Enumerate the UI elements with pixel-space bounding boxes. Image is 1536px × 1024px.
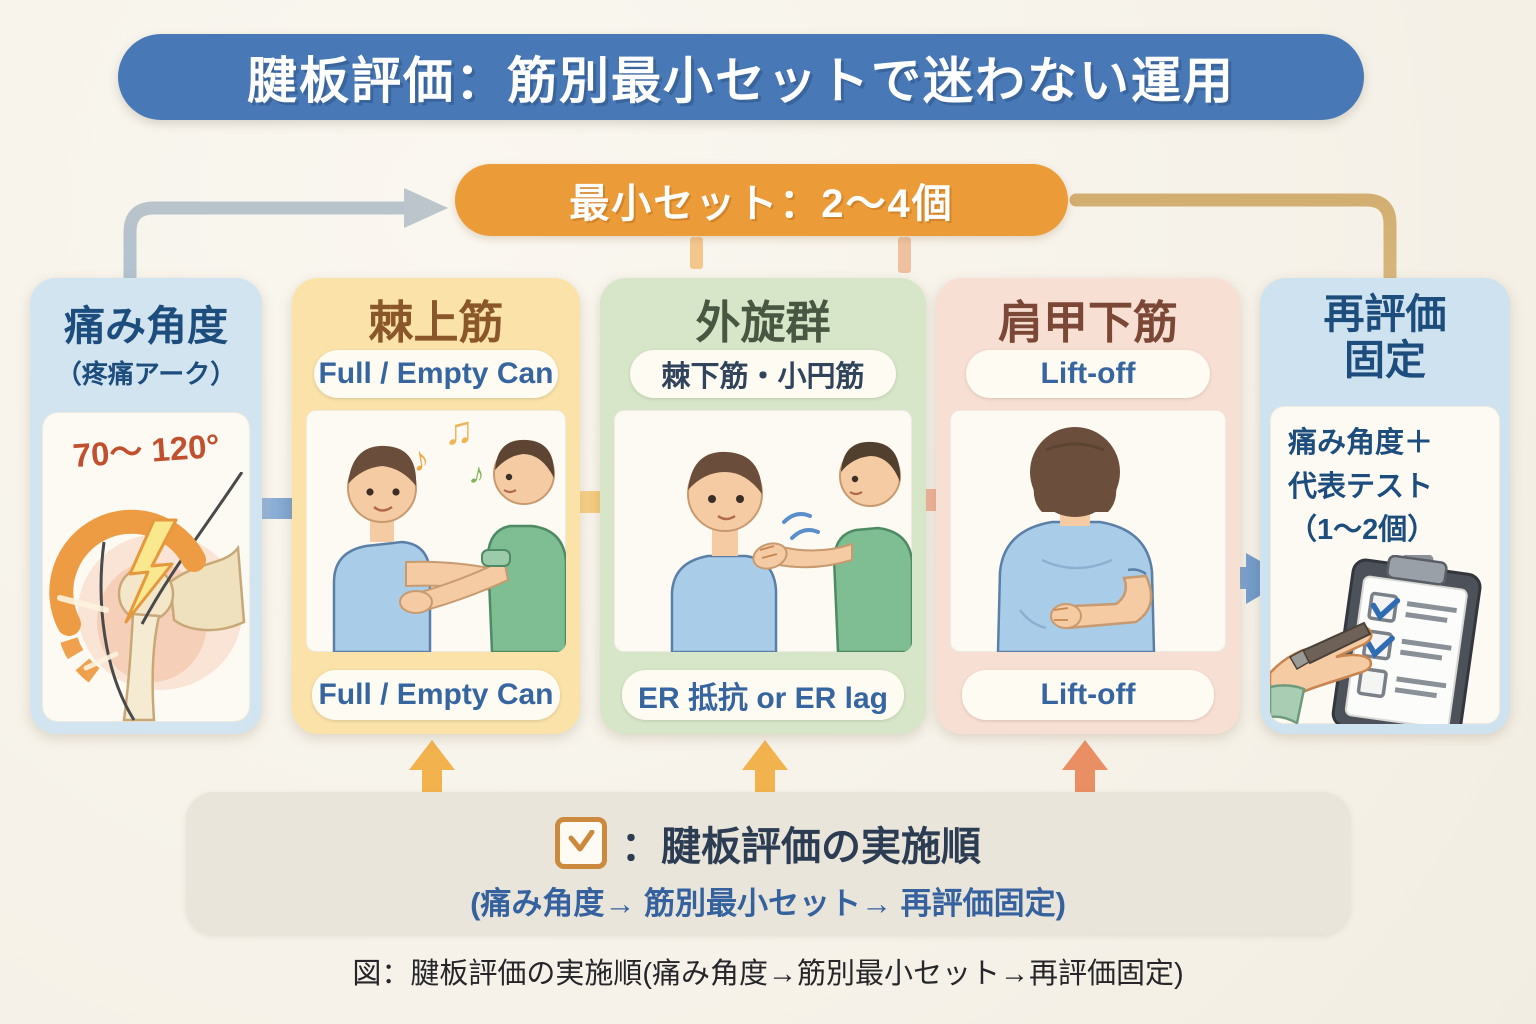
full-empty-can-test-illustration: ♪ ♫ ♪: [332, 410, 566, 652]
card-reassessment: 再評価 固定 痛み角度＋ 代表テスト （1〜2個）: [1260, 278, 1510, 734]
arrow-up-icon: [1062, 740, 1108, 792]
legend-subheading: (痛み角度→ 筋別最小セット→ 再評価固定): [470, 886, 1066, 921]
card-supraspinatus-title: 棘上筋: [368, 297, 504, 348]
music-note-icon: ♫: [444, 410, 474, 453]
card-supraspinatus-bottom-label: Full / Empty Can: [312, 670, 560, 720]
connector-left-line: [123, 201, 411, 367]
checkbox-check-icon: [555, 817, 607, 869]
check-icon: [1370, 597, 1401, 621]
card-reassessment-title-line2: 固定: [1344, 336, 1426, 383]
banner-stub-right: [898, 237, 911, 273]
reassessment-body-line: 痛み角度＋: [1288, 427, 1434, 459]
check-icon: [1365, 635, 1395, 658]
card-pain-angle-subtitle: （疼痛アーク）: [55, 359, 237, 389]
pain-angle-range: 70〜 120°: [71, 426, 221, 475]
subscapularis-illustration-box: [950, 410, 1226, 652]
card-subscapularis-title: 肩甲下筋: [997, 297, 1178, 348]
reassessment-body-box: 痛み角度＋ 代表テスト （1〜2個）: [1270, 406, 1500, 724]
arrow-up-icon: [409, 740, 455, 792]
connector-right-line: [1069, 193, 1397, 375]
card-external-rotators-test-label: 棘下筋・小円筋: [630, 350, 896, 398]
page-title: 腱板評価：筋別最小セットで迷わない運用: [118, 34, 1364, 120]
external-rotators-illustration-box: [614, 410, 912, 652]
card-subscapularis-test-label: Lift-off: [966, 350, 1210, 398]
shoulder-anatomy-illustration: [49, 472, 246, 722]
music-note-icon: ♪: [409, 440, 432, 480]
pain-angle-illustration-box: 70〜 120°: [42, 412, 250, 722]
reassessment-body-line: 代表テスト: [1288, 470, 1434, 503]
legend-banner: ：腱板評価の実施順 (痛み角度→ 筋別最小セット→ 再評価固定): [186, 792, 1350, 934]
connector-left-arrowhead-icon: [404, 188, 448, 228]
er-resistance-test-illustration: [670, 441, 912, 652]
card-subscapularis-bottom-label: Lift-off: [962, 670, 1214, 720]
card-pain-angle: 痛み角度 （疼痛アーク） 70〜 120°: [30, 278, 262, 734]
card-external-rotators-bottom-label: ER 抵抗 or ER lag: [622, 670, 904, 720]
card-supraspinatus-test-label: Full / Empty Can: [314, 350, 558, 398]
minimal-set-banner: 最小セット：2〜4個: [455, 164, 1068, 236]
card-supraspinatus: 棘上筋 Full / Empty Can: [292, 278, 580, 734]
legend-heading: ：腱板評価の実施順: [621, 825, 981, 869]
lightning-icon: [124, 518, 178, 624]
lift-off-test-illustration: [996, 427, 1156, 652]
arrow-up-icon: [742, 740, 788, 792]
clipboard-checklist-icon: [1270, 554, 1482, 724]
figure-caption: 図：腱板評価の実施順(痛み角度→筋別最小セット→再評価固定): [352, 958, 1184, 990]
banner-stub-left: [690, 237, 703, 269]
reassessment-body-line: （1〜2個）: [1288, 514, 1437, 546]
card-pain-angle-title: 痛み角度: [64, 303, 228, 349]
music-note-icon: ♪: [467, 457, 489, 492]
card-reassessment-title-line1: 再評価: [1323, 291, 1447, 337]
card-external-rotators: 外旋群 棘下筋・小円筋: [600, 278, 926, 734]
card-external-rotators-title: 外旋群: [695, 297, 831, 348]
supraspinatus-illustration-box: ♪ ♫ ♪: [306, 410, 566, 652]
card-subscapularis: 肩甲下筋 Lift-off Lift-off: [936, 278, 1240, 734]
